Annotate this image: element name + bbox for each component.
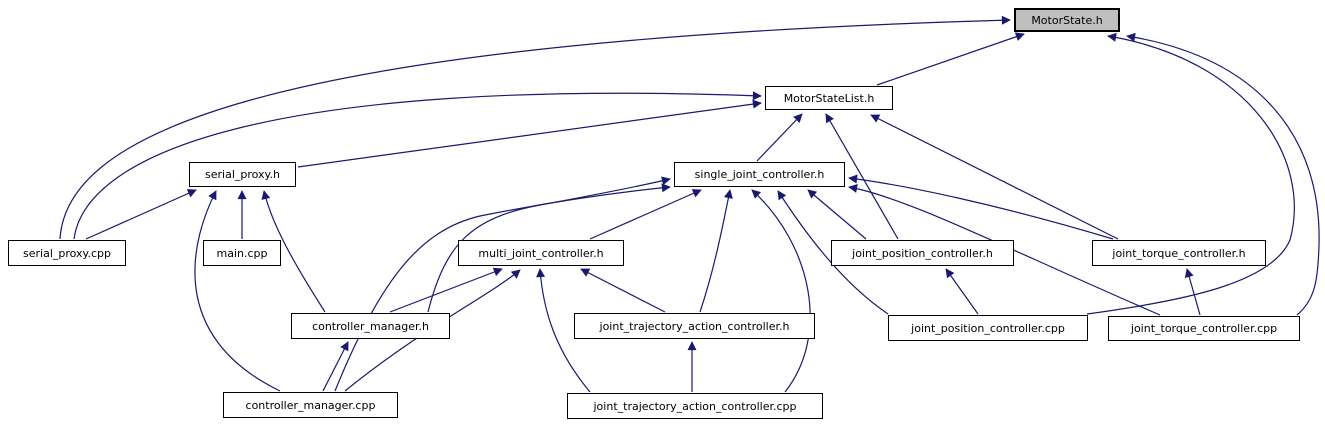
edge-joint_torque_controller_cpp-to-joint_torque_controller_h	[1184, 268, 1201, 316]
node-main_cpp[interactable]: main.cpp	[203, 240, 281, 266]
node-serial_proxy_cpp[interactable]: serial_proxy.cpp	[8, 240, 126, 266]
edge-joint_trajectory_action_controller_cpp-to-multi_joint_controller_h	[536, 268, 591, 393]
node-single_joint_controller_h[interactable]: single_joint_controller.h	[674, 162, 845, 187]
edge-serial_proxy_cpp-to-motor_state_list_h	[73, 91, 762, 240]
edge-joint_trajectory_action_controller_cpp-to-single_joint_controller_h	[751, 189, 811, 393]
node-controller_manager_cpp[interactable]: controller_manager.cpp	[223, 392, 398, 418]
edge-motor_state_list_h-to-motor_state_h	[876, 32, 1025, 86]
node-joint_position_controller_cpp[interactable]: joint_position_controller.cpp	[888, 315, 1088, 341]
edge-joint_trajectory_action_controller_h-to-multi_joint_controller_h	[580, 268, 666, 313]
edge-single_joint_controller_h-to-motor_state_list_h	[756, 113, 803, 162]
edge-joint_trajectory_action_controller_h-to-single_joint_controller_h	[699, 189, 733, 313]
edge-serial_proxy_h-to-motor_state_list_h	[297, 99, 762, 168]
edge-controller_manager_cpp-to-single_joint_controller_h	[334, 183, 671, 392]
edge-joint_position_controller_cpp-to-single_joint_controller_h	[777, 190, 889, 315]
node-joint_trajectory_action_controller_h[interactable]: joint_trajectory_action_controller.h	[574, 313, 815, 339]
node-controller_manager_h[interactable]: controller_manager.h	[291, 313, 450, 339]
node-joint_torque_controller_cpp[interactable]: joint_torque_controller.cpp	[1108, 316, 1300, 341]
edge-joint_position_controller_h-to-motor_state_list_h	[825, 113, 899, 240]
edge-joint_torque_controller_cpp-to-motor_state_h	[1126, 32, 1320, 316]
edge-joint_position_controller_cpp-to-motor_state_h	[1086, 32, 1295, 315]
node-motor_state_list_h[interactable]: MotorStateList.h	[765, 86, 893, 110]
node-joint_trajectory_action_controller_cpp[interactable]: joint_trajectory_action_controller.cpp	[567, 393, 823, 419]
node-joint_position_controller_h[interactable]: joint_position_controller.h	[831, 240, 1014, 266]
node-multi_joint_controller_h[interactable]: multi_joint_controller.h	[458, 240, 624, 266]
edge-controller_manager_cpp-to-controller_manager_h	[322, 341, 349, 392]
node-motor_state_h: MotorState.h	[1014, 8, 1120, 32]
edge-serial_proxy_cpp-to-serial_proxy_h	[85, 189, 197, 240]
edge-controller_manager_cpp-to-serial_proxy_h	[194, 190, 281, 392]
edge-joint_torque_controller_h-to-motor_state_list_h	[870, 114, 1119, 240]
edge-joint_torque_controller_h-to-single_joint_controller_h	[848, 174, 1114, 240]
edge-joint_position_controller_cpp-to-joint_position_controller_h	[945, 268, 979, 315]
edge-serial_proxy_cpp-to-motor_state_h	[59, 15, 1011, 240]
edge-controller_manager_h-to-multi_joint_controller_h	[389, 267, 503, 313]
edge-joint_position_controller_h-to-single_joint_controller_h	[807, 189, 867, 240]
node-serial_proxy_h[interactable]: serial_proxy.h	[189, 162, 296, 187]
edge-joint_torque_controller_cpp-to-single_joint_controller_h	[848, 184, 1161, 316]
edge-group	[59, 15, 1320, 393]
edge-controller_manager_h-to-serial_proxy_h	[261, 190, 326, 313]
node-joint_torque_controller_h[interactable]: joint_torque_controller.h	[1092, 240, 1266, 266]
edge-multi_joint_controller_h-to-single_joint_controller_h	[589, 189, 702, 240]
